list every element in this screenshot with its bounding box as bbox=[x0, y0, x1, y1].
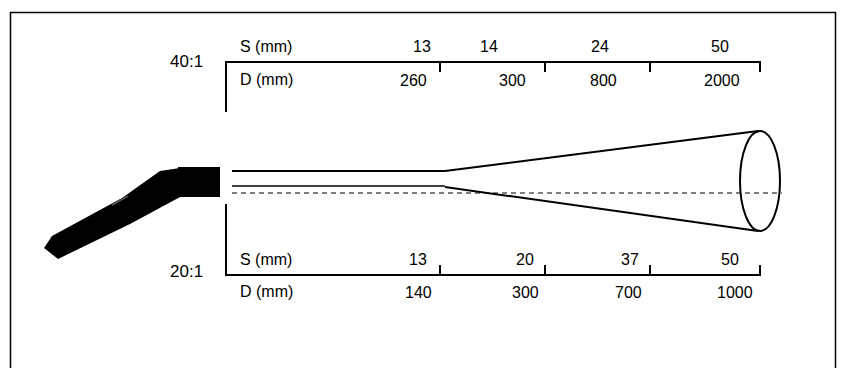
scale-value: 13 bbox=[409, 251, 427, 269]
scale-value: 1000 bbox=[717, 284, 753, 302]
frame bbox=[11, 13, 836, 368]
beam bbox=[232, 131, 780, 231]
scale-value: 700 bbox=[615, 284, 642, 302]
scale-value: 13 bbox=[413, 38, 431, 56]
scale-value: 50 bbox=[721, 251, 739, 269]
scale-value: 300 bbox=[499, 72, 526, 90]
beam-axis bbox=[232, 193, 782, 194]
axis-name: D (mm) bbox=[240, 71, 293, 89]
scale-value: 140 bbox=[405, 284, 432, 302]
scale-value: 20 bbox=[516, 251, 534, 269]
scale-value: 14 bbox=[480, 38, 498, 56]
gun-seam bbox=[112, 196, 128, 205]
ratio-label: 40:1 bbox=[170, 53, 203, 71]
scale-value: 800 bbox=[590, 72, 617, 90]
axis-name: S (mm) bbox=[240, 251, 292, 269]
axis-name: S (mm) bbox=[240, 38, 292, 56]
ratio-label: 20:1 bbox=[170, 263, 203, 281]
axis-name: D (mm) bbox=[240, 283, 293, 301]
scale-value: 260 bbox=[400, 72, 427, 90]
scale-value: 37 bbox=[621, 251, 639, 269]
scale-bracket-40 bbox=[226, 61, 760, 112]
scale-value: 24 bbox=[591, 38, 609, 56]
scale-value: 300 bbox=[512, 284, 539, 302]
gun-handle bbox=[44, 168, 182, 259]
scale-value: 2000 bbox=[704, 72, 740, 90]
scale-value: 50 bbox=[711, 38, 729, 56]
scale-bracket-20 bbox=[226, 204, 760, 276]
gun-head bbox=[178, 167, 220, 197]
